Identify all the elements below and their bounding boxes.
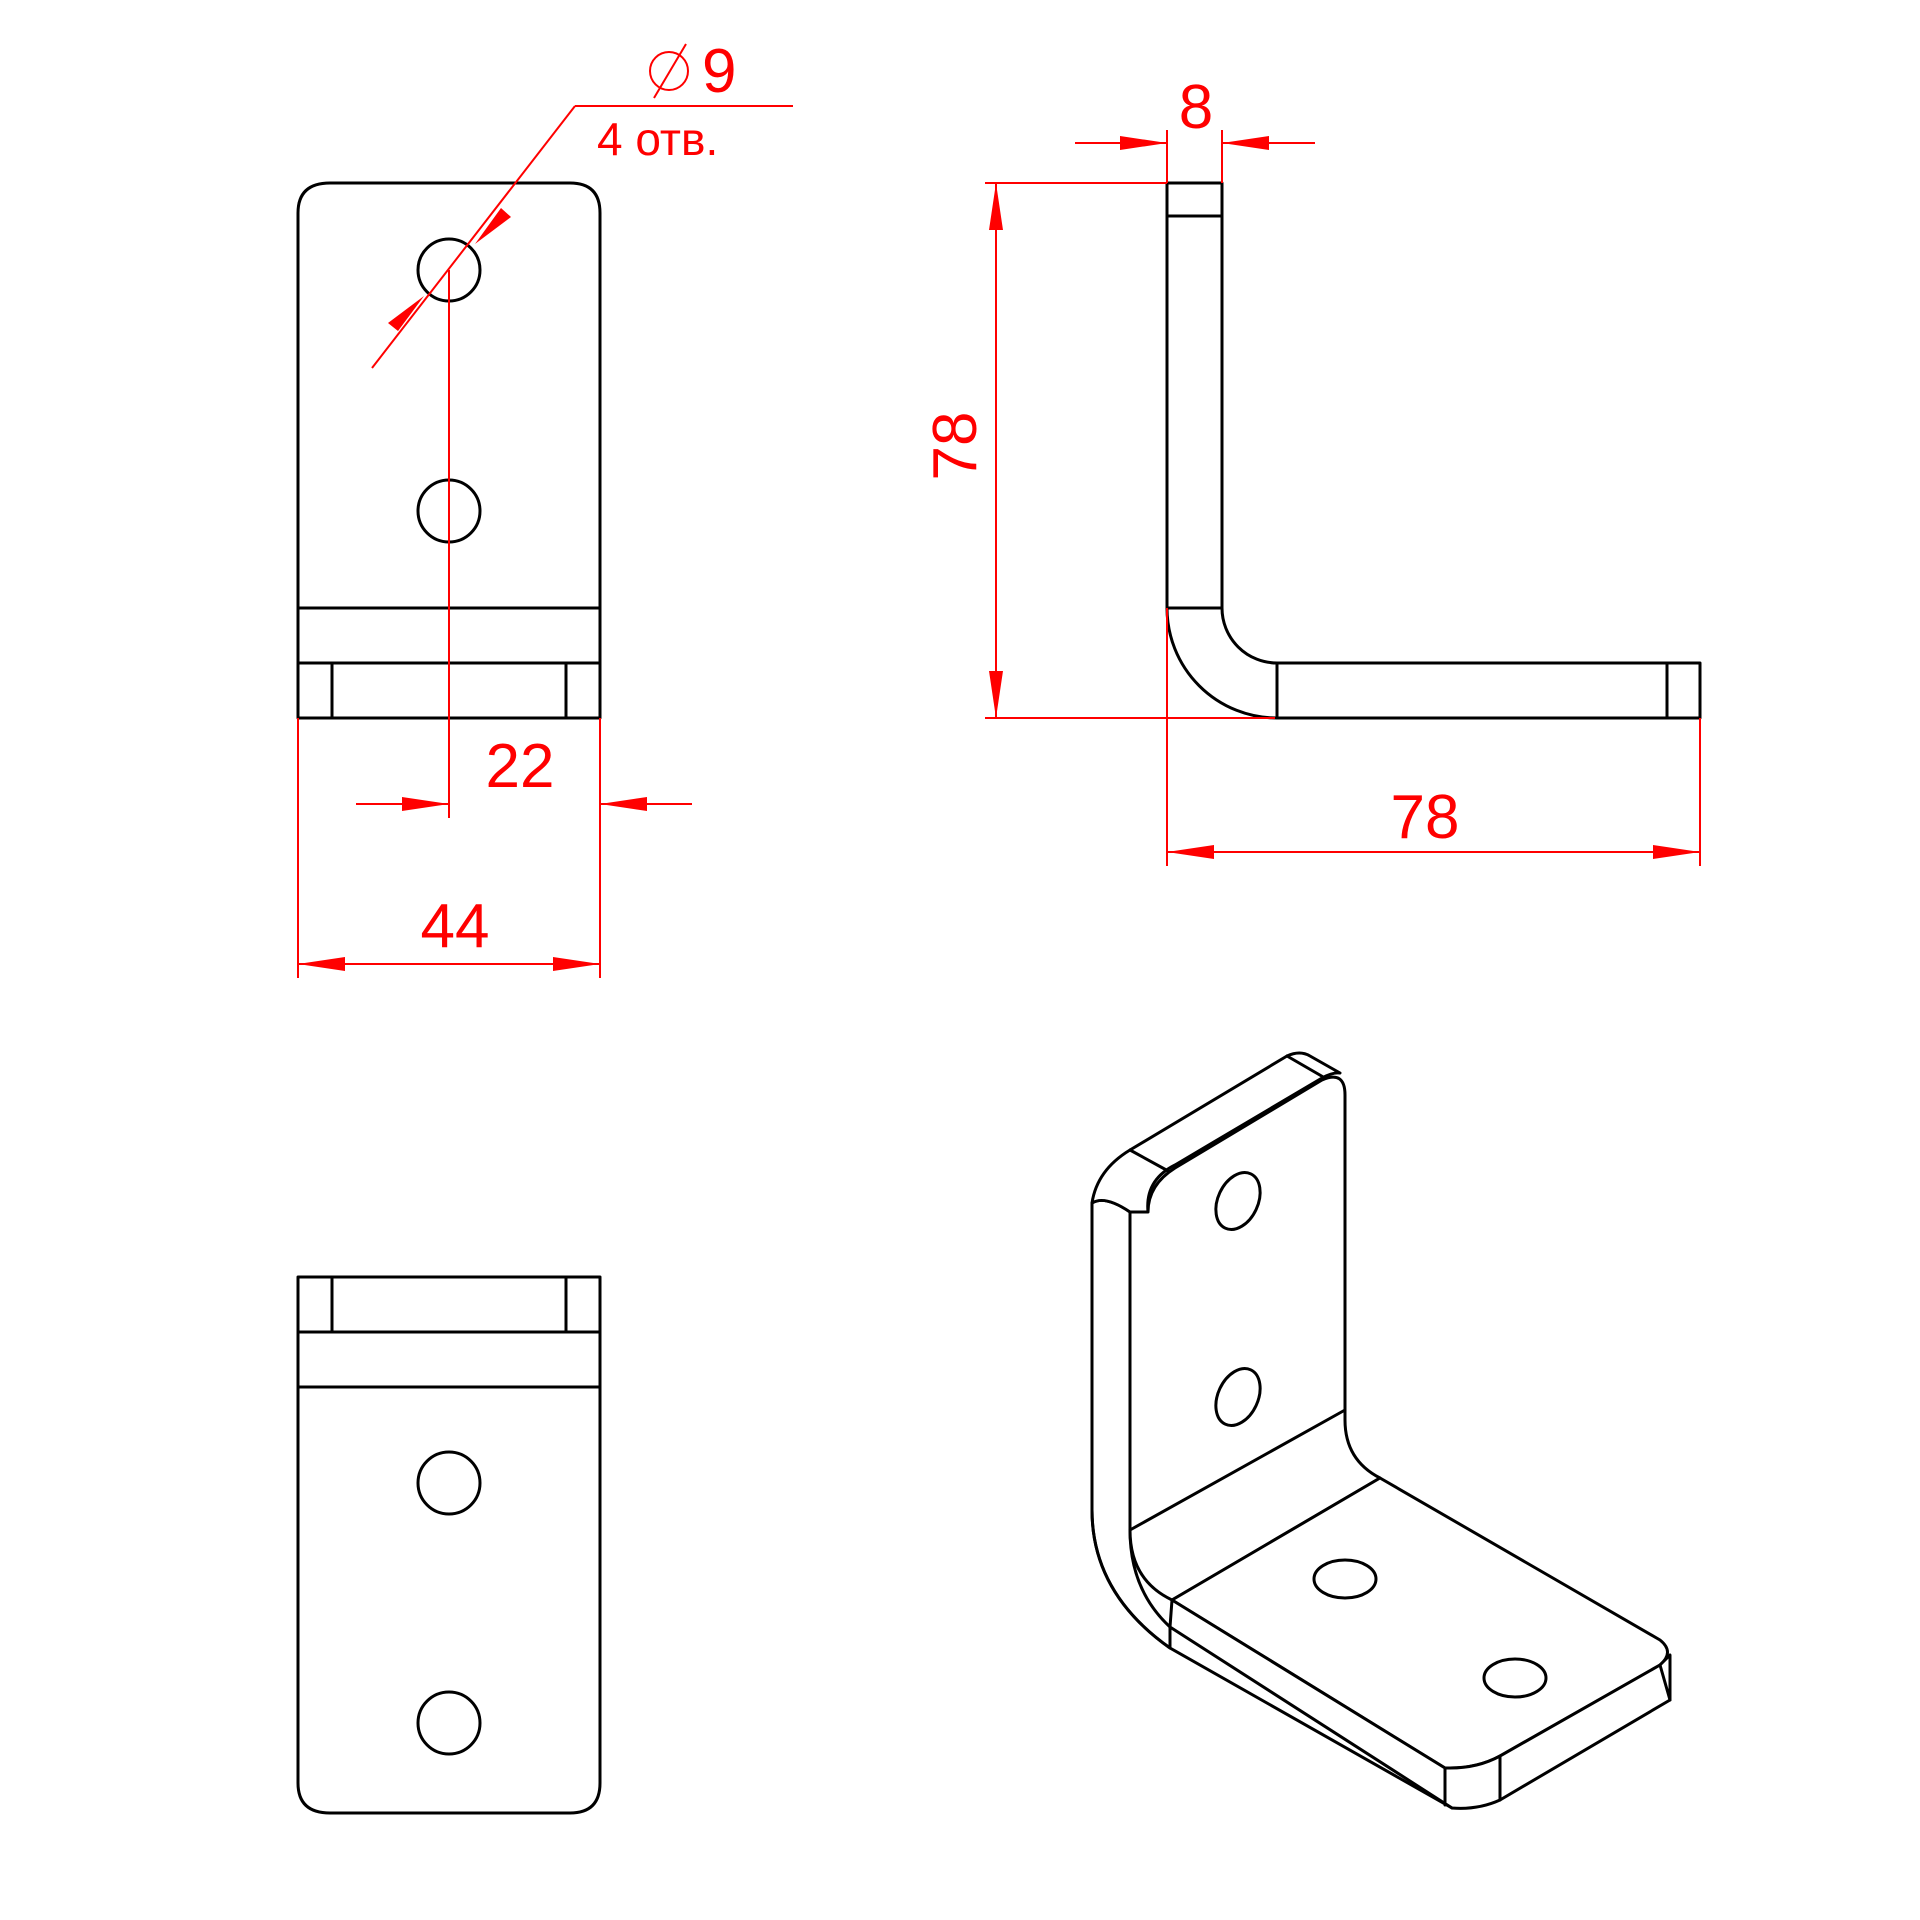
dim-44-arrow-left bbox=[298, 957, 345, 971]
hole-count-note: 4 отв. bbox=[597, 113, 718, 165]
dim-8-arrow-right bbox=[1222, 136, 1269, 150]
dim-44-label: 44 bbox=[421, 892, 490, 961]
dim-8-label: 8 bbox=[1179, 73, 1213, 142]
isometric-view bbox=[1090, 1051, 1672, 1810]
iso-outer-bend bbox=[1090, 1508, 1454, 1810]
side-view-dimensions: 8 78 78 bbox=[921, 73, 1701, 866]
diameter-symbol-circle bbox=[649, 51, 689, 91]
iso-hole-1 bbox=[1214, 1171, 1262, 1231]
dim-44-arrow-right bbox=[553, 957, 600, 971]
top-view bbox=[296, 1275, 602, 1815]
diameter-symbol-slash bbox=[653, 43, 687, 99]
dim-8-arrow-left bbox=[1120, 136, 1167, 150]
side-view bbox=[1165, 181, 1702, 720]
dim-22-label: 22 bbox=[486, 732, 555, 801]
top-view-outline bbox=[296, 1275, 602, 1815]
dim-78-vertical-label: 78 bbox=[921, 412, 990, 481]
dim-78v-arrow-top bbox=[989, 183, 1003, 230]
dim-22-arrow-left bbox=[402, 797, 449, 811]
dim-78-horizontal-label: 78 bbox=[1391, 783, 1460, 852]
top-view-hole-2 bbox=[416, 1690, 482, 1756]
diameter-arrow-outer bbox=[475, 208, 511, 244]
top-view-hole-1 bbox=[416, 1450, 482, 1516]
dim-78h-arrow-right bbox=[1653, 845, 1700, 859]
iso-hole-2 bbox=[1214, 1367, 1262, 1427]
iso-hole-4 bbox=[1482, 1657, 1548, 1699]
iso-vertical-face bbox=[1128, 1075, 1382, 1602]
dim-78v-arrow-bottom bbox=[989, 671, 1003, 718]
diameter-arrow-inner bbox=[388, 296, 424, 331]
iso-top-corner-line bbox=[1128, 1148, 1172, 1174]
diameter-leader-line bbox=[371, 105, 576, 369]
dim-22-arrow-right bbox=[600, 797, 647, 811]
iso-corner-line-3 bbox=[1658, 1663, 1672, 1702]
iso-top-back-line bbox=[1285, 1054, 1327, 1080]
side-view-profile bbox=[1165, 181, 1702, 720]
iso-bend-line bbox=[1128, 1408, 1347, 1532]
dim-78h-arrow-left bbox=[1167, 845, 1214, 859]
iso-hole-3 bbox=[1312, 1558, 1378, 1600]
front-view-dimensions: 22 44 9 4 отв. bbox=[297, 37, 793, 978]
dim-diameter-label: 9 bbox=[702, 37, 736, 106]
